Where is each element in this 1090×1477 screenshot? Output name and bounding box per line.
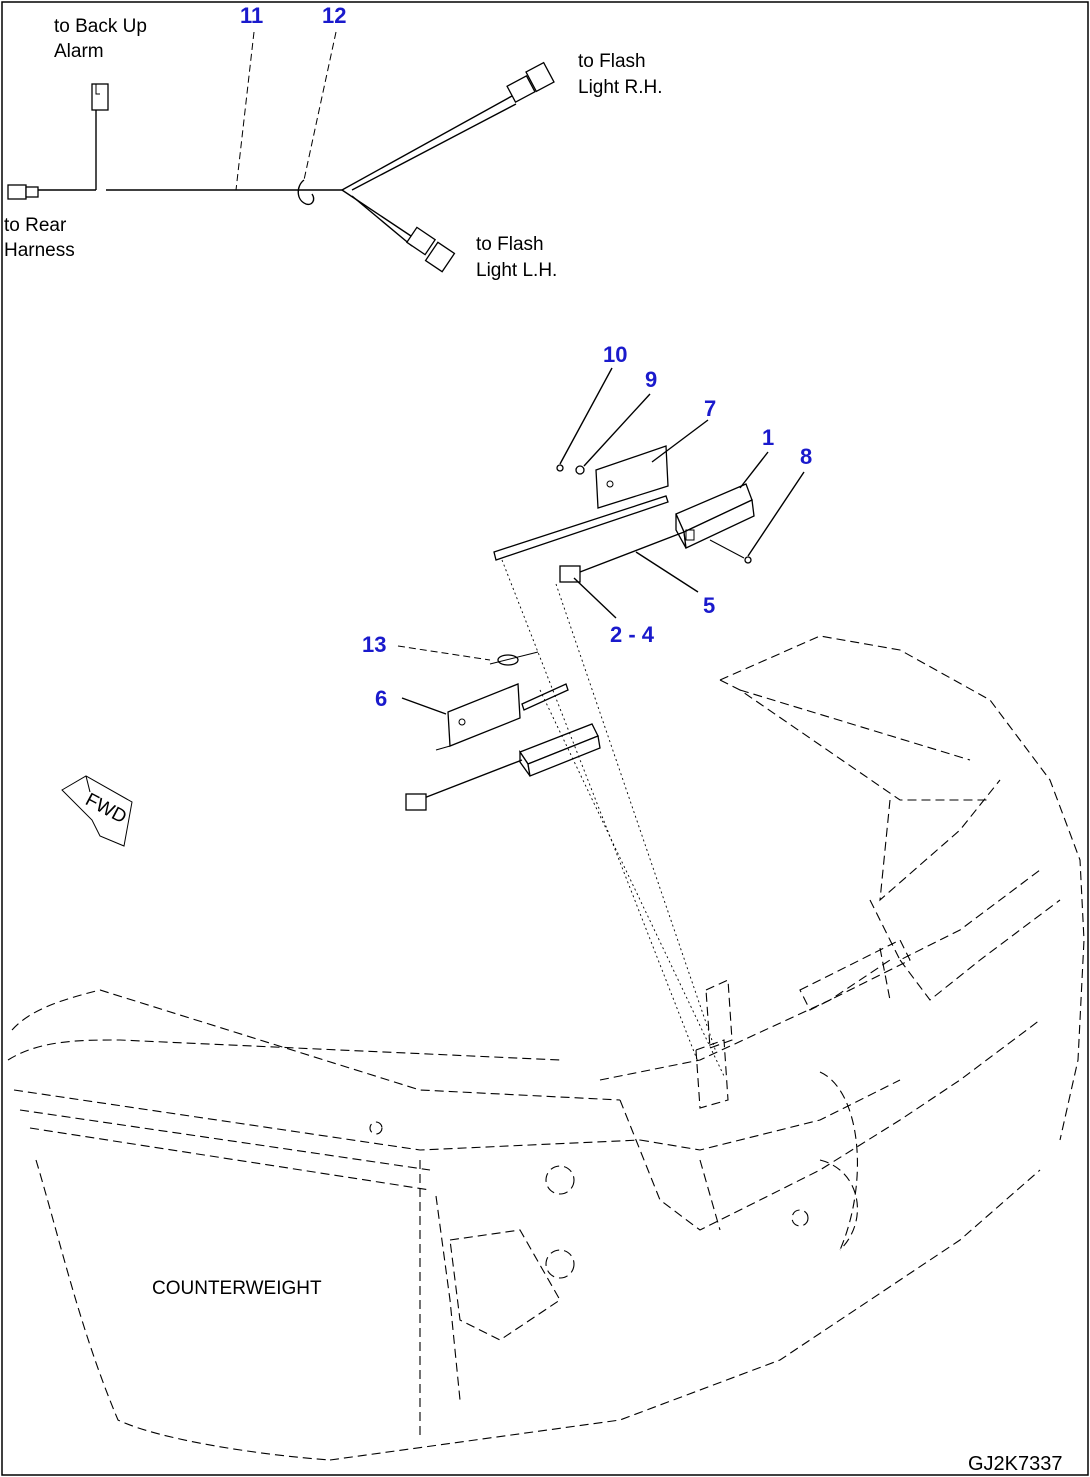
callout-10: 10 [603,342,627,367]
bracket-7 [595,445,669,509]
callout-5: 5 [703,593,715,618]
callout-1: 1 [762,425,774,450]
lamp-assembly-lower [405,651,601,811]
flash-rh-connector [506,75,536,103]
callout-13: 13 [362,632,386,657]
washer-9 [575,465,585,475]
flash-lh-label-1: to Flash [476,234,544,255]
callout-11: 11 [240,3,263,28]
counterweight-label: COUNTERWEIGHT [152,1278,322,1299]
fwd-arrow [61,775,133,847]
counterweight-body [7,635,1085,1461]
connector-2-4 [559,565,581,583]
fwd-label: FWD [82,789,130,828]
flash-lh-label-2: Light L.H. [476,260,557,281]
callout-12: 12 [322,3,346,28]
wiring-harness [7,61,555,273]
back-up-alarm-connector [91,83,109,111]
flash-rh-label-2: Light R.H. [578,77,662,98]
harness-clamp [297,179,315,206]
drawing-code: GJ2K7337 [968,1453,1063,1475]
rear-harness-label-1: to Rear [4,215,67,236]
callout-8: 8 [800,444,812,469]
connector-lower [405,793,427,811]
callout-7: 7 [704,396,716,421]
screw-8 [744,556,752,564]
rear-harness-connector [7,184,27,200]
bracket-6 [447,683,521,747]
callout-6: 6 [375,686,387,711]
callout-2-4: 2 - 4 [610,622,655,647]
back-up-alarm-label-1: to Back Up [54,16,147,37]
flash-lh-connector [405,226,437,256]
lamp-assembly-upper [493,445,755,583]
nut-10 [556,464,564,472]
rear-harness-label-2: Harness [4,240,75,261]
callout-9: 9 [645,367,657,392]
flash-rh-label-1: to Flash [578,51,646,72]
back-up-alarm-label-2: Alarm [54,41,104,62]
